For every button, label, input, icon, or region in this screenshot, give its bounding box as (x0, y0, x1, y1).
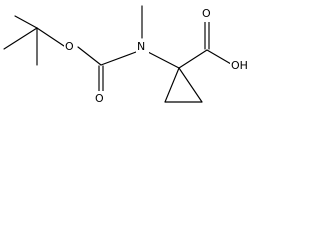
hydroxyl-label: OH (231, 59, 248, 72)
bond-ring-to-acid-carbon (178, 49, 208, 69)
bond-ring-right (178, 67, 203, 103)
oxygen-ester-background (64, 39, 77, 55)
bond-tbutyl-to-oxygen (36, 27, 65, 47)
oxygen-carbonyl-label: O (95, 92, 104, 105)
bond-tbutyl-methyl-top (14, 15, 38, 29)
molecule-drawing: O O N O OH (3, 5, 257, 107)
bond-tbutyl-methyl-left (3, 27, 38, 50)
nitrogen-background (136, 39, 149, 55)
bond-acid-to-hydroxyl (206, 49, 232, 65)
bond-ring-left (164, 67, 180, 103)
oxygen-carbonyl-background (94, 91, 107, 107)
hydroxyl-background (230, 58, 257, 74)
bond-oxygen-to-carbonyl (77, 46, 102, 66)
structure-diagram: O O N O OH (0, 0, 264, 118)
bond-carbonyl-to-nitrogen (100, 51, 137, 66)
oxygen-acid-carbonyl-background (201, 6, 214, 22)
bond-nitrogen-to-ring (147, 51, 180, 69)
oxygen-acid-carbonyl-label: O (202, 7, 211, 20)
nitrogen-label: N (137, 40, 145, 53)
oxygen-ester-label: O (65, 40, 74, 53)
